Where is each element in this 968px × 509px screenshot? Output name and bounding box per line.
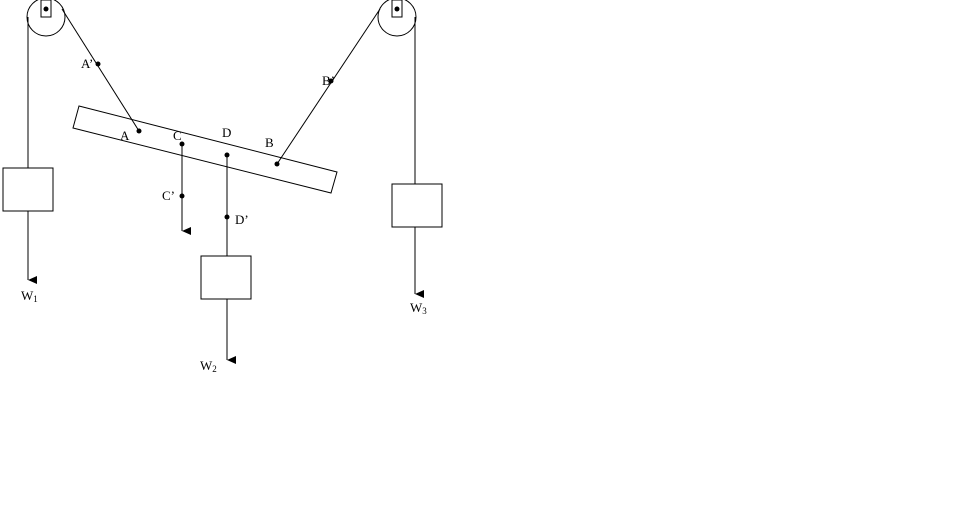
left-pulley [26, 0, 66, 37]
label-w2-sub: 2 [212, 364, 217, 374]
weight-box-w2 [200, 255, 252, 300]
point-d-prime [224, 214, 230, 220]
label-a-prime: A’ [81, 56, 93, 71]
label-w3-sub: 3 [422, 306, 427, 316]
label-w3-main: W [410, 300, 423, 315]
point-a [136, 128, 142, 134]
label-d: D [222, 125, 231, 140]
label-b: B [265, 135, 274, 150]
point-a-prime [95, 61, 101, 67]
label-w1: W1 [21, 288, 38, 304]
rope-a [61, 8, 140, 132]
left-pulley-wheel [26, 0, 66, 37]
point-b-prime [328, 78, 334, 84]
right-pulley-wheel [377, 0, 417, 37]
label-d-prime: D’ [235, 212, 249, 227]
right-pulley-bracket [391, 0, 403, 18]
label-w1-sub: 1 [33, 294, 38, 304]
label-w3: W3 [410, 300, 427, 316]
left-pulley-bracket [40, 0, 52, 18]
label-b-prime: B’ [322, 73, 335, 88]
rope-b [276, 8, 381, 165]
right-pulley [377, 0, 417, 37]
label-c: C [173, 128, 182, 143]
label-c-prime: C’ [162, 188, 175, 203]
label-a: A [120, 128, 130, 143]
right-pulley-axle [394, 6, 400, 12]
weight-box-w3 [391, 183, 443, 228]
label-w2-main: W [200, 358, 213, 373]
label-w1-main: W [21, 288, 34, 303]
point-b [274, 161, 280, 167]
beam [72, 105, 338, 194]
point-c-prime [179, 193, 185, 199]
left-pulley-axle [43, 6, 49, 12]
weight-box-w1 [2, 167, 54, 212]
label-w2: W2 [200, 358, 217, 374]
